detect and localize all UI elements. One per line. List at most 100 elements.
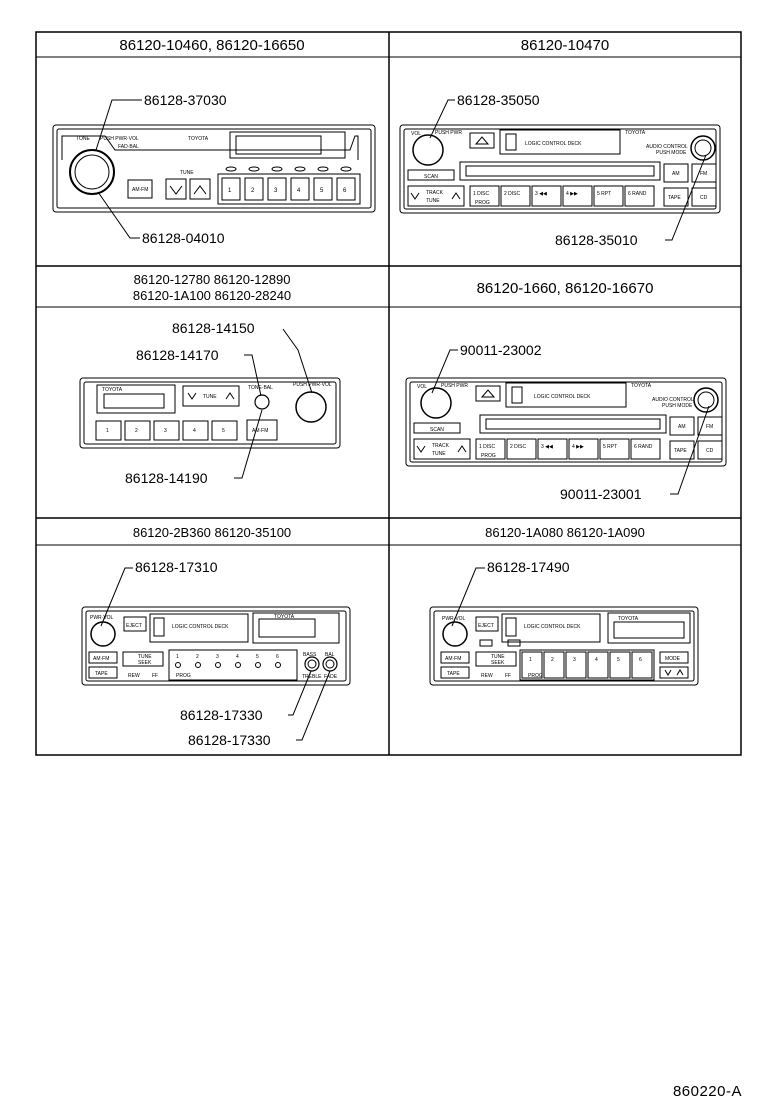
amfm-button[interactable] (440, 651, 470, 664)
eject-button[interactable] (475, 385, 501, 402)
preset-label: 5 (222, 428, 225, 434)
tape-button[interactable] (440, 666, 470, 679)
volume-knob[interactable] (69, 149, 115, 195)
tape-button[interactable] (663, 187, 689, 207)
volume-knob[interactable] (412, 134, 444, 166)
preset-button-3[interactable] (153, 420, 180, 441)
preset-button-5[interactable] (211, 420, 238, 441)
leader-04010 (97, 191, 140, 239)
preset-button-4[interactable] (290, 177, 310, 201)
preset-button-6[interactable] (624, 185, 655, 207)
preset-button-2[interactable] (543, 651, 565, 679)
preset-button-1[interactable] (175, 662, 181, 668)
preset-button-4[interactable] (182, 420, 209, 441)
preset-button-2[interactable] (124, 420, 151, 441)
preset-button-2[interactable] (244, 177, 264, 201)
preset-button-1[interactable] (469, 185, 500, 207)
preset-label: 6 RAND (634, 444, 653, 450)
am-label: AM (672, 171, 680, 177)
preset-button-5[interactable] (593, 185, 624, 207)
tune-label: TUNE (180, 170, 194, 176)
preset-button-1[interactable] (475, 438, 506, 460)
preset-button-1[interactable] (221, 177, 241, 201)
am-button[interactable] (669, 416, 695, 436)
tape-button[interactable] (88, 666, 118, 679)
preset-label: 2 DISC (504, 191, 521, 197)
tune-seek-button[interactable] (475, 651, 517, 667)
scan-button[interactable] (407, 169, 455, 181)
rew-label: REW (128, 673, 140, 679)
preset-button-1[interactable] (521, 651, 543, 679)
cd-button[interactable] (691, 187, 717, 207)
preset-button-4[interactable] (587, 651, 609, 679)
preset-button-3[interactable] (537, 438, 568, 460)
pushmode-label: PUSH MODE (662, 403, 693, 409)
preset-indicator (294, 166, 306, 172)
leader-14150 (282, 328, 313, 394)
preset-button-6[interactable] (631, 651, 653, 679)
preset-button-4[interactable] (235, 662, 241, 668)
preset-button-3[interactable] (215, 662, 221, 668)
bass-label: BASS (303, 652, 317, 658)
volume-knob[interactable] (420, 387, 452, 419)
preset-button-5[interactable] (609, 651, 631, 679)
balance-fade-knob[interactable] (322, 656, 338, 672)
preset-label: 5 (617, 657, 620, 663)
mode-button[interactable] (659, 651, 689, 664)
brand-label: TOYOTA (618, 616, 639, 622)
mode-label: MODE (665, 656, 681, 662)
preset-button-3[interactable] (531, 185, 562, 207)
preset-label: 3 (164, 428, 167, 434)
deck-label: LOGIC CONTROL DECK (172, 624, 229, 630)
amfm-label: AM·FM (445, 656, 461, 662)
preset-button-1[interactable] (95, 420, 122, 441)
am-button[interactable] (663, 163, 689, 183)
preset-label: 6 (276, 654, 279, 660)
tonebal-label: TONE·BAL (248, 385, 273, 391)
callout-35010: 86128-35010 (555, 232, 638, 248)
volume-knob[interactable] (442, 621, 468, 647)
preset-button-2[interactable] (500, 185, 531, 207)
eject-button[interactable] (469, 132, 495, 149)
cassette-unit-2: VOL PUSH PWR TOYOTA LOGIC CONTROL DECK A… (399, 124, 721, 214)
preset-button-3[interactable] (565, 651, 587, 679)
preset-label: 1 (106, 428, 109, 434)
bass-treble-knob[interactable] (304, 656, 320, 672)
tone-balance-knob[interactable] (254, 394, 270, 410)
preset-button-5[interactable] (313, 177, 333, 201)
tune-seek-button[interactable] (122, 651, 164, 667)
amfm-button[interactable] (88, 651, 118, 664)
track-button[interactable] (413, 438, 471, 460)
tune-down-button[interactable] (165, 178, 187, 200)
scan-label: SCAN (430, 427, 444, 433)
preset-button-5[interactable] (599, 438, 630, 460)
eject-button[interactable] (123, 616, 147, 632)
scan-button[interactable] (413, 422, 461, 434)
preset-button-4[interactable] (562, 185, 593, 207)
amfm-button[interactable] (127, 179, 153, 199)
preset-label: 3 (216, 654, 219, 660)
brand-label: TOYOTA (625, 130, 646, 136)
fm-button[interactable] (691, 163, 717, 183)
tune-button[interactable] (182, 385, 240, 407)
cassette-unit-5: PWR·VOL EJECT LOGIC CONTROL DECK TOYOTA … (81, 606, 351, 686)
preset-button-2[interactable] (195, 662, 201, 668)
mode-arrows-button[interactable] (659, 666, 689, 679)
track-button[interactable] (407, 185, 465, 207)
tone-label: TONE (76, 136, 90, 142)
cell-2-header: 86120-10470 (521, 37, 609, 54)
preset-button-4[interactable] (568, 438, 599, 460)
preset-button-6[interactable] (630, 438, 661, 460)
eject-button[interactable] (475, 616, 499, 632)
volume-knob[interactable] (295, 391, 327, 423)
ff-label: FF (152, 673, 158, 679)
brand-label: TOYOTA (102, 387, 123, 393)
preset-button-5[interactable] (255, 662, 261, 668)
cd-button[interactable] (697, 440, 723, 460)
preset-button-6[interactable] (275, 662, 281, 668)
preset-button-2[interactable] (506, 438, 537, 460)
preset-button-6[interactable] (336, 177, 356, 201)
preset-button-3[interactable] (267, 177, 287, 201)
volume-knob[interactable] (90, 621, 116, 647)
tune-up-button[interactable] (189, 178, 211, 200)
